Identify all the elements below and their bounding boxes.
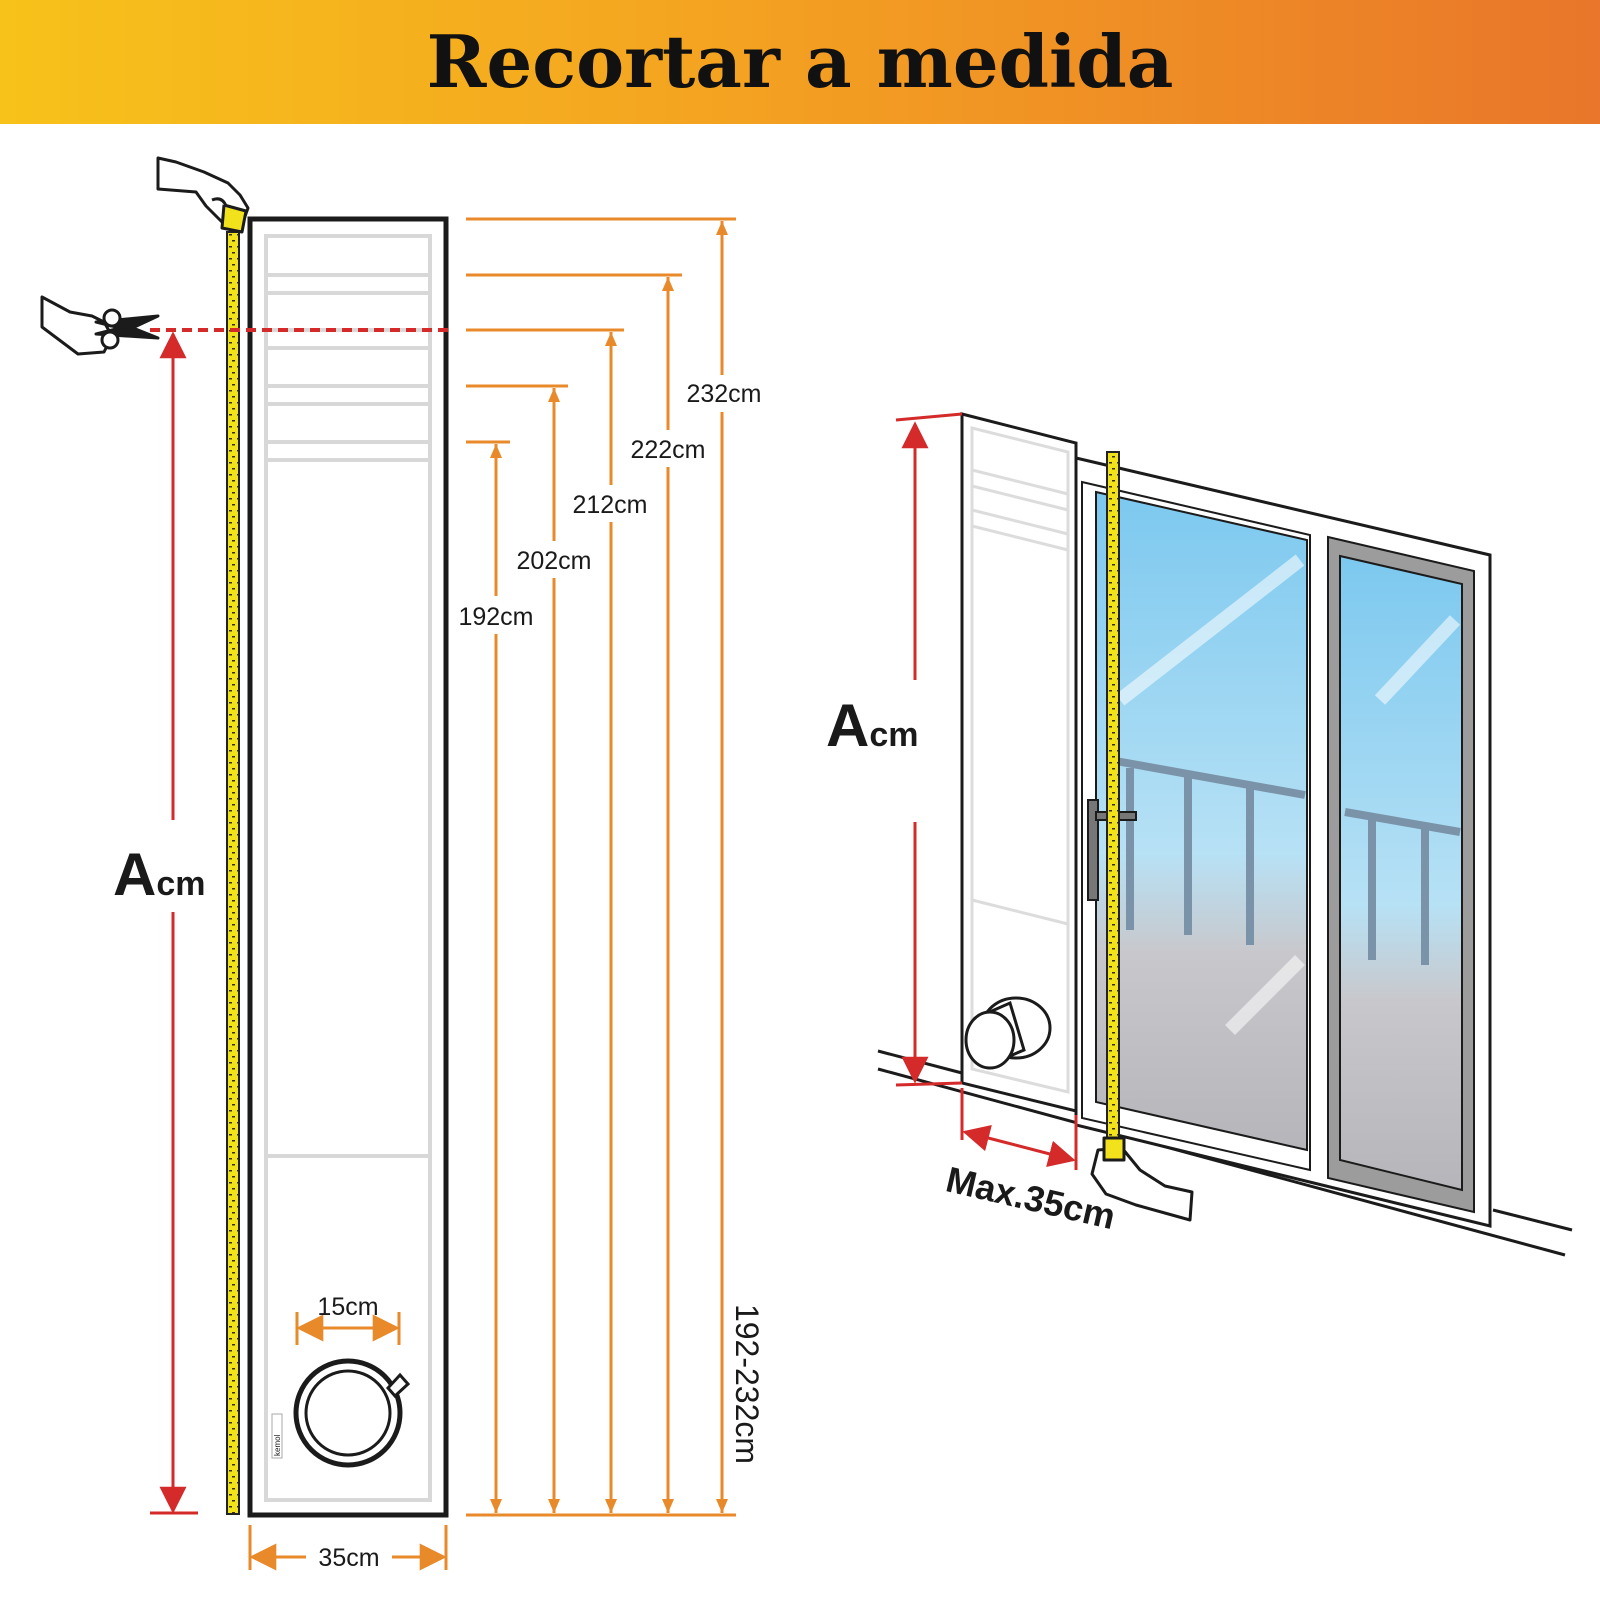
window-insert-inner <box>970 426 1070 1094</box>
door-height-label: Acm <box>826 692 918 759</box>
hose-hole-icon <box>293 1358 411 1468</box>
brand-mark: kemol <box>273 1434 282 1456</box>
hand-with-scissors-icon <box>40 295 160 356</box>
door-height-letter: A <box>826 692 869 759</box>
measuring-tape-right <box>1106 451 1120 1143</box>
width-dimension: 35cm <box>248 1525 448 1572</box>
floor-line-right <box>1492 1208 1573 1232</box>
left-panel-diagram: kemol 15cm 35cm <box>40 156 765 1572</box>
brand-label <box>271 1413 283 1459</box>
panel-width-label: 35cm <box>318 1544 379 1572</box>
cut-height-label: Acm <box>113 841 205 908</box>
door-height-dimension: Acm <box>826 412 963 1087</box>
height-dimensions <box>466 217 736 1517</box>
height-option-232: 232cm <box>686 380 761 408</box>
height-option-192: 192cm <box>458 603 533 631</box>
total-height-range: 192-232cm <box>729 1304 765 1464</box>
glass-right <box>1339 554 1463 1192</box>
glass-reflections <box>1115 554 1461 1035</box>
height-option-202: 202cm <box>516 547 591 575</box>
page-title: Recortar a medida <box>426 19 1174 104</box>
hand-holding-tape-bottom-icon <box>1090 1136 1194 1222</box>
door-height-unit: cm <box>869 716 918 754</box>
measuring-tape-left <box>226 231 240 1515</box>
hand-holding-tape-icon <box>156 156 250 234</box>
height-arrowheads <box>490 221 728 1513</box>
balcony-railing <box>1109 756 1461 965</box>
insert-segments <box>971 468 1069 926</box>
window-insert-panel <box>960 412 1078 1113</box>
height-option-212: 212cm <box>572 491 647 519</box>
title-banner <box>0 0 1600 124</box>
cut-height-letter: A <box>113 841 156 908</box>
right-door-scene: Acm Max.35cm <box>826 412 1573 1257</box>
floor-line-inner <box>877 1049 963 1075</box>
hole-diameter-label: 15cm <box>317 1293 378 1321</box>
exhaust-hose-adapter-icon <box>964 996 1052 1070</box>
height-option-222: 222cm <box>630 436 705 464</box>
hole-dimension: 15cm <box>295 1293 401 1345</box>
cut-height-dimension: Acm <box>113 331 205 1515</box>
cut-segments <box>266 273 430 1158</box>
cut-height-unit: cm <box>156 865 205 903</box>
window-panel-inner <box>264 234 432 1502</box>
